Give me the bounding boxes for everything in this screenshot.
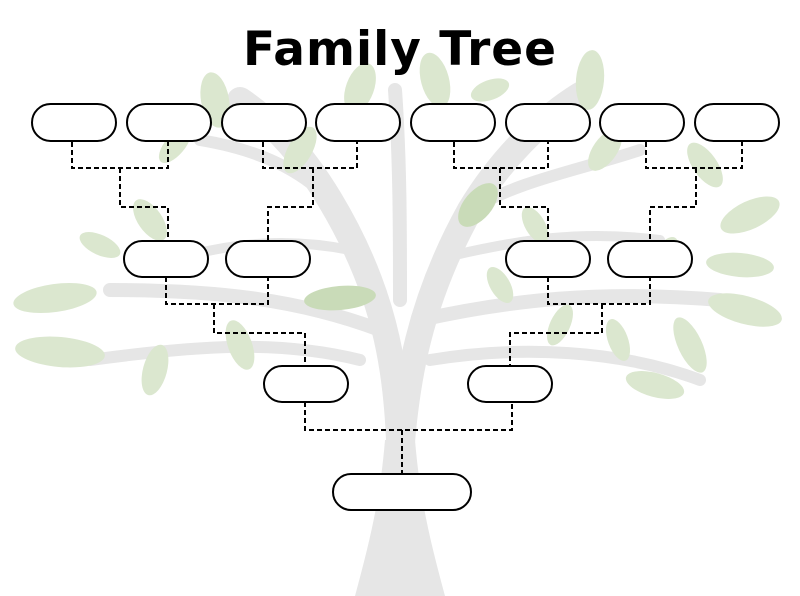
connector-line <box>165 277 269 305</box>
leaf <box>15 336 105 368</box>
connector-line <box>453 142 549 169</box>
great-grandparent-box[interactable] <box>315 103 401 142</box>
parent-box[interactable] <box>467 365 553 403</box>
leaf <box>419 52 451 108</box>
leaf <box>720 196 780 234</box>
great-grandparent-box[interactable] <box>505 103 591 142</box>
connector-line <box>499 168 549 240</box>
leaf <box>673 317 707 373</box>
connector-line <box>262 142 358 169</box>
self-box[interactable] <box>332 473 472 511</box>
connector-line <box>645 142 743 169</box>
leaf <box>605 319 631 361</box>
grandparent-box[interactable] <box>505 240 591 278</box>
leaf <box>575 50 605 110</box>
leaf <box>708 293 782 327</box>
leaf <box>344 63 376 113</box>
great-grandparent-box[interactable] <box>410 103 496 142</box>
great-grandparent-box[interactable] <box>31 103 117 142</box>
leaf <box>141 344 169 396</box>
great-grandparent-box[interactable] <box>126 103 212 142</box>
leaf <box>486 266 514 304</box>
connector-line <box>547 277 651 305</box>
leaf <box>521 206 549 244</box>
connector-line <box>649 168 697 240</box>
tree-trunk <box>355 440 445 596</box>
leaf <box>687 142 723 188</box>
leaf <box>625 371 685 399</box>
leaf <box>706 252 774 278</box>
leaf <box>304 285 376 311</box>
grandparent-box[interactable] <box>123 240 209 278</box>
leaf <box>458 183 498 227</box>
page-title: Family Tree <box>242 22 558 77</box>
leaf <box>133 199 167 241</box>
grandparent-box[interactable] <box>225 240 311 278</box>
connector-line <box>509 304 603 366</box>
connector-line <box>71 142 169 169</box>
great-grandparent-box[interactable] <box>221 103 307 142</box>
leaf <box>79 232 121 258</box>
parent-box[interactable] <box>263 365 349 403</box>
leaf <box>13 282 97 314</box>
great-grandparent-box[interactable] <box>694 103 780 142</box>
connector-line <box>267 168 314 240</box>
leaf <box>470 78 510 102</box>
grandparent-box[interactable] <box>607 240 693 278</box>
connector-line <box>213 304 306 366</box>
leaf <box>225 320 255 370</box>
connector-line <box>304 402 513 431</box>
leaf <box>547 304 573 346</box>
great-grandparent-box[interactable] <box>599 103 685 142</box>
leaf <box>283 126 317 174</box>
connector-line <box>119 168 169 240</box>
